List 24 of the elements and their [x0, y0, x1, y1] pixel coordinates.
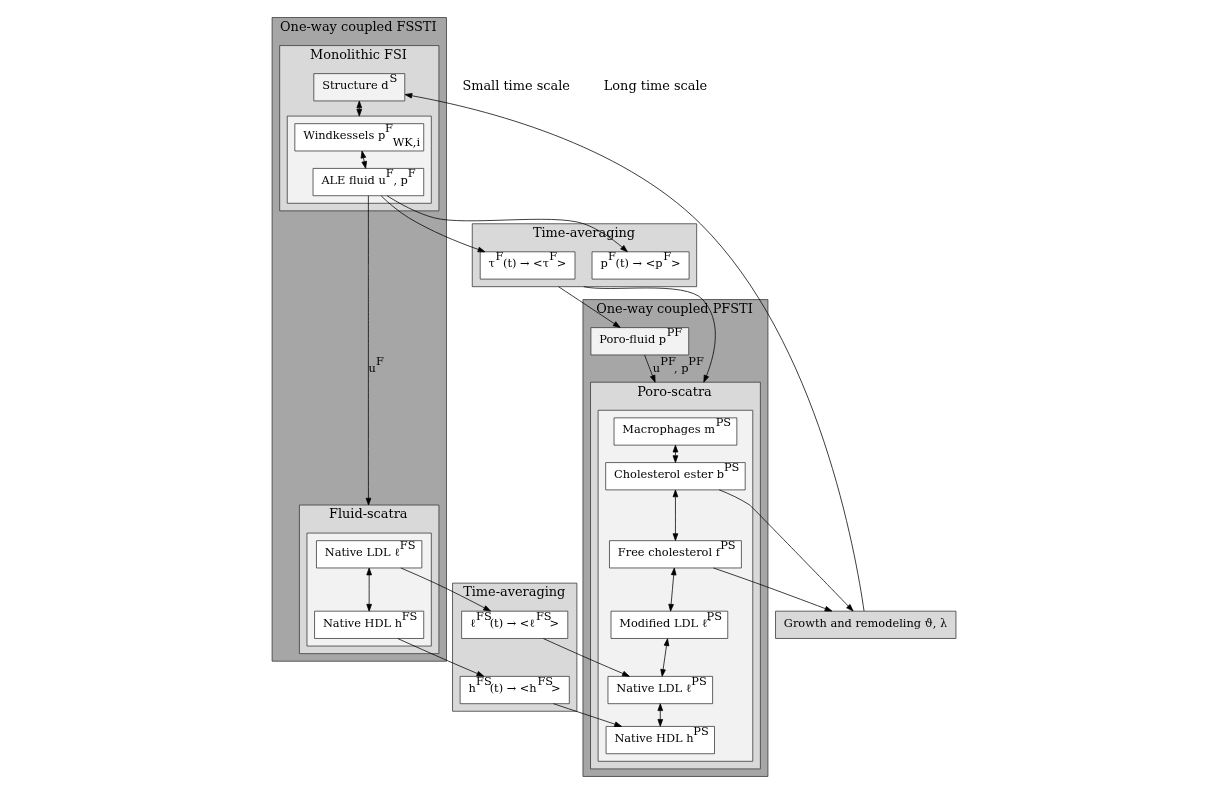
- arrow: [400, 567, 491, 612]
- arrow: [718, 489, 854, 612]
- arrow: [657, 703, 664, 727]
- cluster: [597, 409, 754, 762]
- arrow: [583, 286, 716, 383]
- cluster: [306, 532, 432, 647]
- cluster: [286, 115, 432, 204]
- label: Small time scale: [462, 78, 570, 94]
- label: Long time scale: [603, 78, 708, 94]
- arrow: [558, 286, 621, 328]
- node-box: Growth and remodeling ϑ, λ: [775, 610, 957, 639]
- arrow: [380, 195, 486, 253]
- arrow: [360, 150, 367, 169]
- arrow: [672, 489, 679, 541]
- arrow: [404, 93, 865, 612]
- arrow: [672, 444, 679, 463]
- arrow: [713, 567, 833, 612]
- arrow: [366, 567, 372, 612]
- arrow: [543, 638, 630, 677]
- arrow: [386, 195, 628, 253]
- arrow: [660, 638, 670, 677]
- arrow: [365, 195, 372, 506]
- arrow: [668, 567, 677, 612]
- arrow: [644, 354, 656, 383]
